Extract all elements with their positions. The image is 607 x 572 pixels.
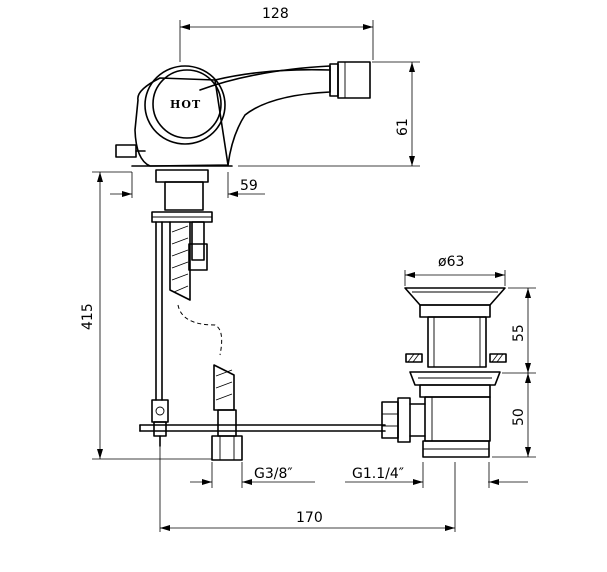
dim-drain-diameter: ø63 (438, 254, 464, 270)
dim-drain-lower: 50 (511, 408, 527, 426)
dim-supply-thread: G3/8″ (254, 466, 293, 482)
dim-drain-upper: 55 (511, 324, 527, 342)
pop-up-drain (381, 287, 507, 458)
under-deck-hardware (139, 211, 386, 461)
dimension-lines (92, 20, 536, 532)
dim-spout-height: 61 (395, 118, 411, 136)
dim-total-width: 170 (296, 510, 323, 526)
mixer-body: HOT (115, 61, 371, 211)
dim-waste-thread: G1.1/4″ (352, 466, 404, 482)
dim-reach: 59 (240, 178, 258, 194)
dim-top-width: 128 (262, 6, 289, 22)
dim-total-height: 415 (80, 303, 96, 330)
knob-label: HOT (170, 98, 201, 111)
